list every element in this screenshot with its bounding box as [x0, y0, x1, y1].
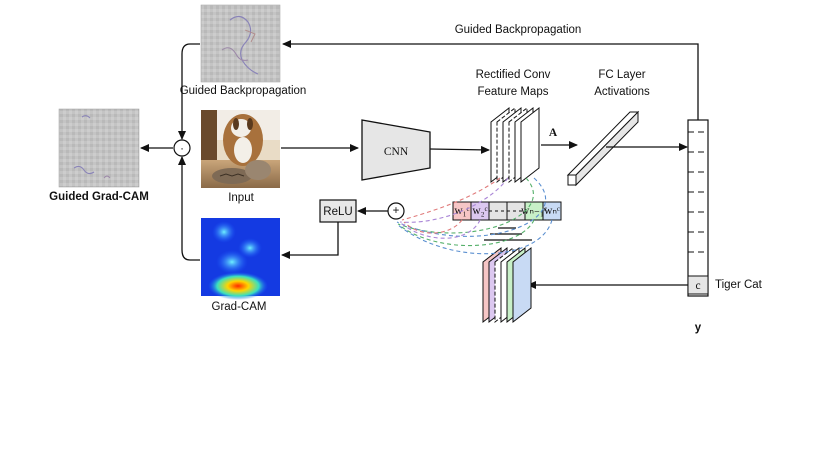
guided-backprop-image	[200, 4, 281, 83]
fc-layer-label-line2: Activations	[594, 86, 650, 98]
weight-label-2: w₂ᶜ	[472, 205, 487, 217]
output-y-label: y	[695, 322, 702, 334]
global-average-pooling-bars	[484, 227, 532, 241]
output-vector-y	[687, 119, 709, 297]
gradcam-heatmap-image	[201, 218, 280, 300]
guided-backprop-to-multiply-arrow	[178, 43, 200, 140]
weighted-combination-dashes	[396, 177, 553, 255]
rectified-conv-label-line1: Rectified Conv	[476, 69, 551, 81]
gradient-feature-maps	[482, 246, 532, 324]
input-label: Input	[228, 192, 254, 204]
weight-label-6: wₙᶜ	[544, 205, 560, 217]
rectified-conv-label-line2: Feature Maps	[478, 86, 549, 98]
relu-label: ReLU	[323, 206, 352, 218]
fc-layer-label-line1: FC Layer	[598, 69, 645, 81]
guided-gradcam-image	[58, 108, 140, 188]
cnn-label: CNN	[384, 146, 409, 158]
cnn-block	[361, 119, 431, 181]
guided-gradcam-label: Guided Grad-CAM	[49, 191, 149, 203]
input-image	[201, 110, 280, 188]
rectified-conv-feature-maps	[490, 106, 540, 184]
fc-layer-block	[566, 110, 640, 187]
class-c-label: c	[695, 280, 700, 292]
multiply-symbol: ·	[180, 143, 184, 155]
weight-label-5: wₙ₋₁ᶜ	[521, 205, 547, 217]
guided-backprop-image-label: Guided Backpropagation	[180, 85, 307, 97]
tiger-cat-label: Tiger Cat	[715, 279, 763, 291]
cnn-to-feature-maps-arrow	[429, 145, 490, 154]
gradcam-label: Grad-CAM	[212, 301, 267, 313]
gradcam-to-multiply-arrow	[178, 156, 200, 261]
guided-backprop-feedback-arrow	[282, 40, 699, 120]
activation-A-label: A	[549, 127, 558, 139]
sum-symbol: +	[393, 205, 400, 217]
relu-to-gradcam-arrow	[281, 222, 339, 259]
guided-backprop-top-label: Guided Backpropagation	[455, 24, 582, 36]
